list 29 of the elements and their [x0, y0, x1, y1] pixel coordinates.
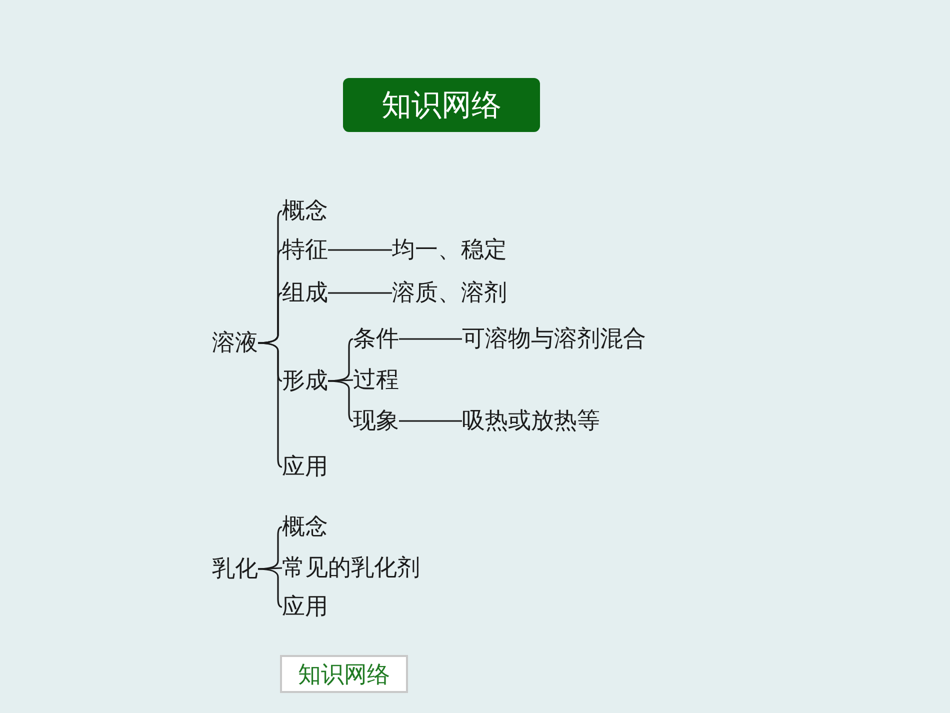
topic-text: 形成 [282, 366, 328, 396]
section-tag: 知识网络 [280, 655, 408, 693]
brace-connector [328, 380, 354, 422]
dash-connector [328, 249, 392, 251]
topic-text: 均一、稳定 [392, 235, 507, 265]
topic-text: 应用 [282, 592, 328, 622]
dash-connector [258, 567, 282, 570]
dash-connector [328, 379, 354, 382]
topic-text: 组成 [282, 278, 328, 308]
brace-connector [258, 292, 282, 344]
topic-text: 吸热或放热等 [462, 406, 600, 436]
dash-connector [399, 420, 462, 422]
brace-connector [258, 342, 282, 468]
topic-text: 过程 [353, 365, 399, 395]
topic-text: 条件 [353, 324, 399, 354]
topic-text: 概念 [282, 512, 328, 542]
topic-text: 乳化 [212, 554, 258, 584]
brace-connector [258, 568, 282, 608]
dash-connector [328, 292, 392, 294]
topic-text: 溶质、溶剂 [392, 278, 507, 308]
topic-text: 特征 [282, 235, 328, 265]
topic-text: 应用 [282, 452, 328, 482]
topic-text: 溶液 [212, 328, 258, 358]
dash-connector [399, 338, 462, 340]
topic-text: 可溶物与溶剂混合 [462, 324, 646, 354]
topic-text: 常见的乳化剂 [282, 553, 420, 583]
topic-text: 概念 [282, 196, 328, 226]
topic-text: 现象 [353, 406, 399, 436]
title-banner: 知识网络 [343, 78, 540, 132]
